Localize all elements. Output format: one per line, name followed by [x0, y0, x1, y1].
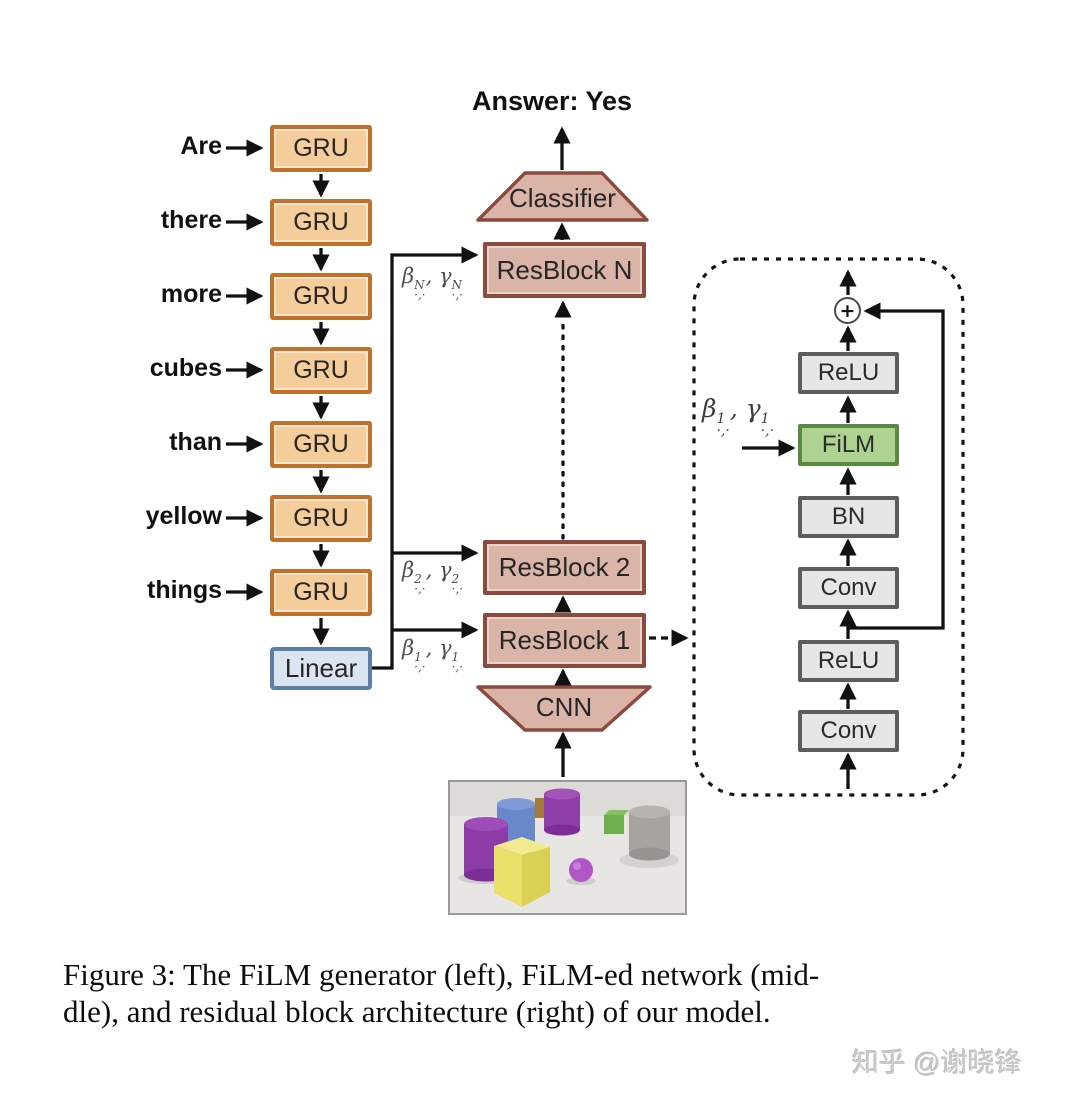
beta-symbol: β [702, 394, 717, 423]
gru-box-3: GRU [270, 273, 372, 320]
bn-box: BN [798, 496, 899, 538]
classifier-label: Classifier [509, 182, 616, 213]
purple-cylinder-center-top [544, 788, 580, 800]
gray-cylinder [629, 812, 670, 854]
gamma-symbol: γ [745, 394, 761, 423]
beta-symbol: β [402, 558, 415, 582]
word-label-than: than [169, 428, 222, 456]
gru-box-5: GRU [270, 421, 372, 468]
resblock-2-box: ResBlock 2 [483, 540, 646, 595]
purple-sphere-highlight [573, 862, 581, 870]
green-cube [604, 815, 624, 834]
gamma-symbol: γ [438, 636, 452, 660]
word-label-things: things [147, 576, 222, 604]
word-label-there: there [160, 206, 222, 234]
trunk-to-resblock-n [372, 246, 479, 670]
gamma-symbol: γ [438, 264, 452, 288]
green-cube-top [604, 810, 629, 815]
linear-box: Linear [270, 647, 372, 690]
yellow-cube-side [522, 847, 550, 907]
caption-line-1: Figure 3: The FiLM generator (left), FiL… [63, 957, 820, 992]
elementwise-add-icon: + [834, 297, 861, 324]
gamma-symbol: γ [438, 558, 452, 582]
gru-box-2: GRU [270, 199, 372, 246]
conv-bottom-box: Conv [798, 710, 899, 752]
watermark-text: 知乎 @谢晓锋 [852, 1048, 1022, 1078]
clevr-scene-drawing [450, 782, 685, 913]
word-label-cubes: cubes [149, 354, 222, 382]
resblock-1-box: ResBlock 1 [483, 613, 646, 668]
beta-symbol: β [402, 636, 415, 660]
cnn-label: CNN [535, 691, 593, 722]
purple-cylinder-left-top [464, 817, 508, 831]
relu-bottom-box: ReLU [798, 640, 899, 682]
gru-box-4: GRU [270, 347, 372, 394]
gray-cylinder-top [629, 805, 670, 819]
gru-box-1: GRU [270, 125, 372, 172]
caption-line-2: dle), and residual block architecture (r… [63, 994, 771, 1029]
word-label-yellow: yellow [145, 502, 222, 530]
word-label-are: Are [180, 132, 222, 160]
clevr-scene-image [448, 780, 687, 915]
film-box: FiLM [798, 424, 899, 466]
resblock-n-box: ResBlock N [483, 242, 646, 298]
yellow-cube-front [494, 846, 522, 907]
blue-cylinder-top [497, 798, 535, 810]
purple-cylinder-center-bottom [544, 824, 580, 836]
word-label-more: more [160, 280, 222, 308]
gru-box-7: GRU [270, 569, 372, 616]
purple-sphere [569, 858, 593, 882]
beta-symbol: β [402, 264, 415, 288]
answer-text: Answer: Yes [471, 86, 633, 116]
gray-cylinder-bottom [629, 847, 670, 861]
purple-cylinder-center [544, 794, 580, 830]
conv-mid-box: Conv [798, 567, 899, 609]
relu-top-box: ReLU [798, 352, 899, 394]
gru-box-6: GRU [270, 495, 372, 542]
